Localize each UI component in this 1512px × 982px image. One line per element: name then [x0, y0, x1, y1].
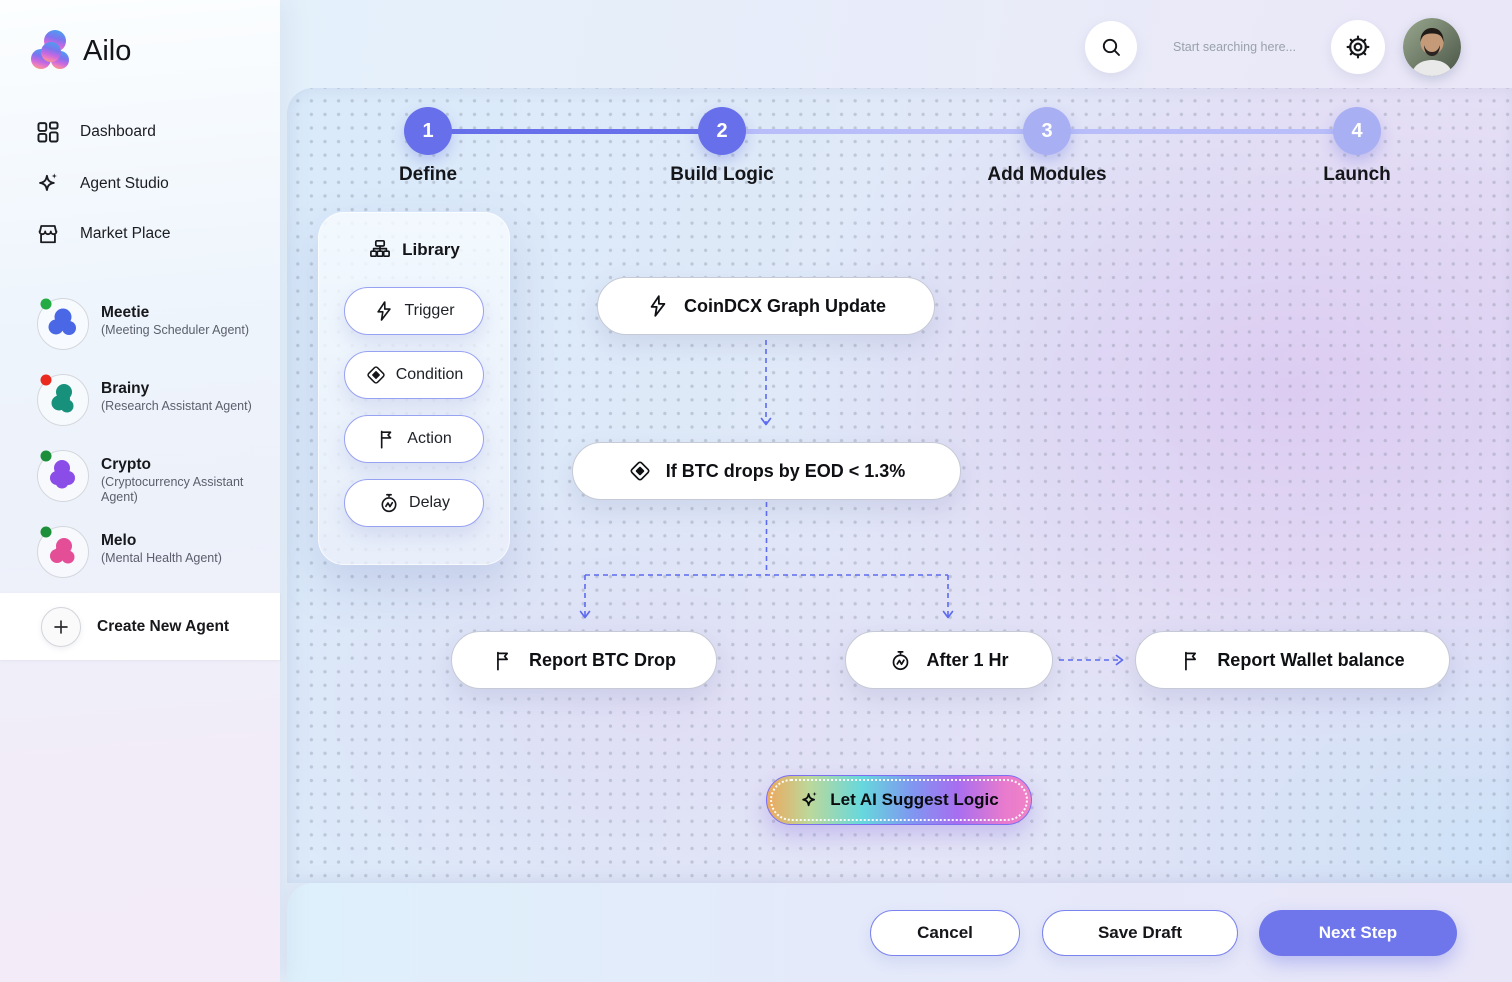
library-title: Library [318, 238, 510, 262]
agent-role: (Research Assistant Agent) [101, 399, 252, 413]
agent-item-crypto[interactable]: Crypto (Cryptocurrency Assistant Agent) [35, 448, 263, 505]
step-3-circle[interactable]: 3 [1023, 107, 1071, 155]
sidebar-item-dashboard[interactable]: Dashboard [35, 118, 156, 146]
node-condition-btc-drop[interactable]: If BTC drops by EOD < 1.3% [572, 442, 961, 500]
dashboard-icon [37, 121, 59, 143]
flag-icon [497, 651, 509, 670]
agent-item-meetie[interactable]: Meetie (Meeting Scheduler Agent) [35, 296, 263, 352]
agent-role: (Meeting Scheduler Agent) [101, 323, 250, 337]
cancel-button[interactable]: Cancel [870, 910, 1020, 956]
search-icon [1102, 38, 1120, 56]
ai-suggest-logic-button[interactable]: Let AI Suggest Logic [766, 775, 1032, 825]
node-trigger-coindcx[interactable]: CoinDCX Graph Update [597, 277, 935, 335]
gear-icon [1346, 35, 1370, 59]
ailo-logo-icon [31, 30, 69, 69]
sidebar-item-label: Dashboard [80, 123, 156, 140]
sparkle-icon [802, 791, 817, 806]
agent-name: Brainy [101, 380, 150, 397]
node-action-report-wallet[interactable]: Report Wallet balance [1135, 631, 1450, 689]
agent-avatar [37, 298, 89, 350]
plus-icon [41, 606, 81, 647]
next-step-button[interactable]: Next Step [1259, 910, 1457, 956]
create-new-agent-button[interactable]: Create New Agent [0, 593, 280, 660]
create-new-agent-label: Create New Agent [97, 617, 230, 635]
save-draft-button[interactable]: Save Draft [1042, 910, 1238, 956]
flow-connectors [579, 340, 1124, 666]
step-1-label: Define [398, 164, 458, 185]
flow-canvas[interactable]: 1 Define 2 Build Logic 3 Add Modules 4 L… [287, 88, 1512, 883]
lightning-icon [377, 301, 392, 321]
library-item-trigger[interactable]: Trigger [344, 287, 484, 335]
sidebar: Ailo Dashboard Agent Studio Market Place [0, 0, 280, 982]
status-dot [40, 450, 52, 462]
sidebar-item-agent-studio[interactable]: Agent Studio [35, 170, 169, 198]
flag-icon [381, 430, 392, 449]
library-item-condition[interactable]: Condition [344, 351, 484, 399]
sidebar-item-label: Market Place [80, 225, 171, 242]
sparkle-icon [39, 173, 57, 191]
main-area: 1 Define 2 Build Logic 3 Add Modules 4 L… [280, 0, 1512, 982]
app-name: Ailo [83, 34, 132, 67]
timer-icon [893, 650, 909, 670]
search-button[interactable] [1085, 21, 1137, 73]
step-2-circle[interactable]: 2 [698, 107, 746, 155]
stepper-connector-active [428, 128, 722, 134]
step-4-circle[interactable]: 4 [1333, 107, 1381, 155]
status-dot [40, 298, 52, 310]
agent-name: Melo [101, 532, 137, 549]
agent-role: (Mental Health Agent) [101, 551, 222, 565]
sidebar-item-marketplace[interactable]: Market Place [35, 220, 170, 248]
agent-item-melo[interactable]: Melo (Mental Health Agent) [35, 524, 263, 580]
diamond-icon [367, 366, 385, 384]
agent-avatar [37, 450, 89, 502]
step-3-label: Add Modules [987, 164, 1107, 185]
node-delay-after-1hr[interactable]: After 1 Hr [845, 631, 1053, 689]
diamond-icon [630, 461, 650, 481]
agent-name: Crypto [101, 456, 151, 473]
step-4-label: Launch [1323, 164, 1391, 185]
step-2-label: Build Logic [670, 164, 774, 185]
agent-avatar [37, 526, 89, 578]
storefront-icon [38, 225, 58, 244]
settings-button[interactable] [1331, 20, 1385, 74]
search-input[interactable] [1173, 36, 1323, 58]
library-item-delay[interactable]: Delay [344, 479, 484, 527]
agent-role: (Cryptocurrency Assistant Agent) [101, 475, 244, 504]
status-dot [40, 526, 52, 538]
agent-name: Meetie [101, 304, 150, 321]
sitemap-icon [370, 239, 391, 258]
lightning-icon [650, 295, 666, 317]
flag-icon [1185, 651, 1197, 670]
node-action-report-btc-drop[interactable]: Report BTC Drop [451, 631, 717, 689]
step-1-circle[interactable]: 1 [404, 107, 452, 155]
library-item-action[interactable]: Action [344, 415, 484, 463]
app-logo: Ailo [27, 28, 131, 74]
agent-avatar [37, 374, 89, 426]
footer-action-bar: Cancel Save Draft Next Step [287, 883, 1512, 982]
timer-icon [381, 493, 397, 513]
agent-item-brainy[interactable]: Brainy (Research Assistant Agent) [35, 372, 263, 428]
sidebar-item-label: Agent Studio [80, 175, 169, 192]
status-dot [40, 374, 52, 386]
user-avatar[interactable] [1403, 18, 1461, 76]
